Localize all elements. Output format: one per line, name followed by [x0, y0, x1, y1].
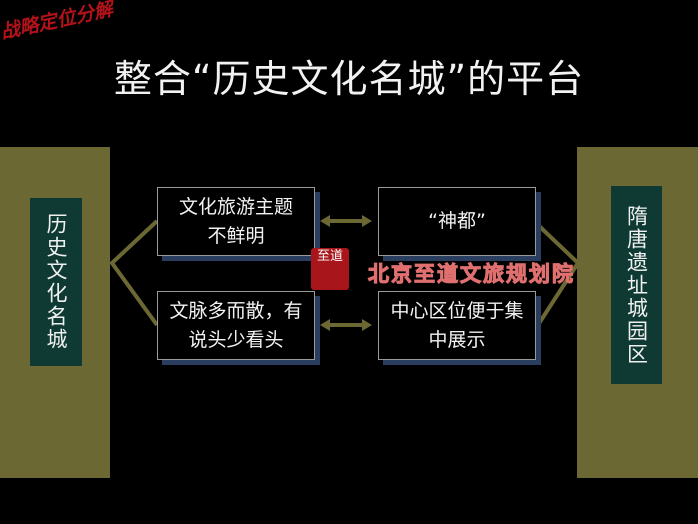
problem-box-theme: 文化旅游主题不鲜明 — [157, 187, 315, 256]
left-panel-label: 历史文化名城 — [30, 198, 82, 366]
problem-box-context: 文脉多而散，有说头少看头 — [157, 291, 315, 360]
advantage-box-shendu: “神都” — [378, 187, 536, 256]
right-panel-label: 隋唐遗址城园区 — [611, 186, 662, 384]
page-title: 整合“历史文化名城”的平台 — [113, 57, 585, 101]
advantage-box-location: 中心区位便于集中展示 — [378, 291, 536, 360]
watermark-text: 北京至道文旅规划院 — [368, 262, 575, 287]
seal-stamp: 至道 — [311, 248, 349, 290]
left-bracket-lines — [109, 219, 159, 327]
